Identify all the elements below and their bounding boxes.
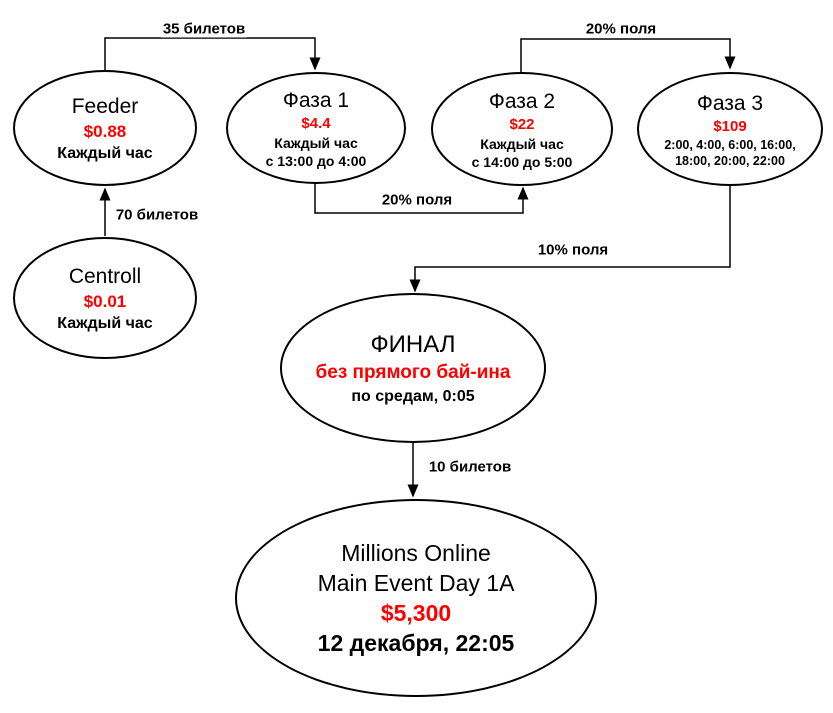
node-millions-buyin: $5,300	[380, 600, 452, 626]
node-centroll: Centroll $0.01 Каждый час	[13, 237, 197, 359]
node-final-schedule: по средам, 0:05	[351, 388, 475, 405]
edge-label-phase1-phase2: 20% поля	[379, 191, 455, 209]
node-feeder-buyin: $0.88	[83, 121, 127, 141]
node-centroll-schedule: Каждый час	[57, 314, 153, 332]
node-phase3-schedule: 2:00, 4:00, 6:00, 16:00,	[664, 137, 796, 152]
node-centroll-title: Centroll	[68, 264, 142, 288]
node-centroll-buyin: $0.01	[83, 291, 127, 311]
arrow-phase2-phase3	[520, 38, 736, 72]
node-phase1-buyin: $4.4	[301, 114, 331, 132]
node-feeder: Feeder $0.88 Каждый час	[13, 70, 197, 186]
edge-label-centroll-feeder: 70 билетов	[113, 206, 201, 224]
node-millions: Millions Online Main Event Day 1A $5,300…	[235, 499, 597, 697]
node-phase2: Фаза 2 $22 Каждый час с 14:00 до 5:00	[431, 72, 613, 186]
node-phase3: Фаза 3 $109 2:00, 4:00, 6:00, 16:00, 18:…	[637, 72, 823, 186]
node-phase2-schedule: Каждый час	[480, 135, 564, 152]
node-phase3-title: Фаза 3	[696, 91, 764, 115]
node-phase2-buyin: $22	[509, 115, 535, 133]
node-phase3-schedule2: 18:00, 20:00, 22:00	[675, 153, 785, 168]
node-millions-title2: Main Event Day 1A	[317, 570, 515, 596]
arrow-phase1-phase2	[314, 184, 529, 214]
node-feeder-title: Feeder	[71, 94, 139, 118]
node-feeder-schedule: Каждый час	[57, 144, 153, 162]
node-final-buyin: без прямого бай-ина	[315, 362, 511, 383]
node-phase3-buyin: $109	[713, 117, 747, 135]
edge-label-phase3-final: 10% поля	[535, 241, 611, 259]
node-phase1-schedule: Каждый час	[274, 134, 358, 151]
node-millions-title: Millions Online	[341, 540, 491, 566]
edge-label-final-millions: 10 билетов	[426, 458, 514, 476]
node-phase1-title: Фаза 1	[282, 88, 350, 112]
arrow-feeder-phase1	[104, 37, 321, 71]
node-final: ФИНАЛ без прямого бай-ина по средам, 0:0…	[280, 293, 546, 443]
node-phase1: Фаза 1 $4.4 Каждый час с 13:00 до 4:00	[226, 72, 406, 184]
arrow-phase3-final	[409, 185, 731, 293]
edge-label-feeder-phase1: 35 билетов	[160, 20, 248, 38]
node-phase1-schedule2: с 13:00 до 4:00	[265, 152, 367, 169]
node-final-title: ФИНАЛ	[370, 331, 456, 358]
node-phase2-schedule2: с 14:00 до 5:00	[471, 153, 573, 170]
edge-label-phase2-phase3: 20% поля	[583, 20, 659, 38]
node-millions-schedule: 12 декабря, 22:05	[317, 630, 515, 656]
node-phase2-title: Фаза 2	[488, 89, 556, 113]
